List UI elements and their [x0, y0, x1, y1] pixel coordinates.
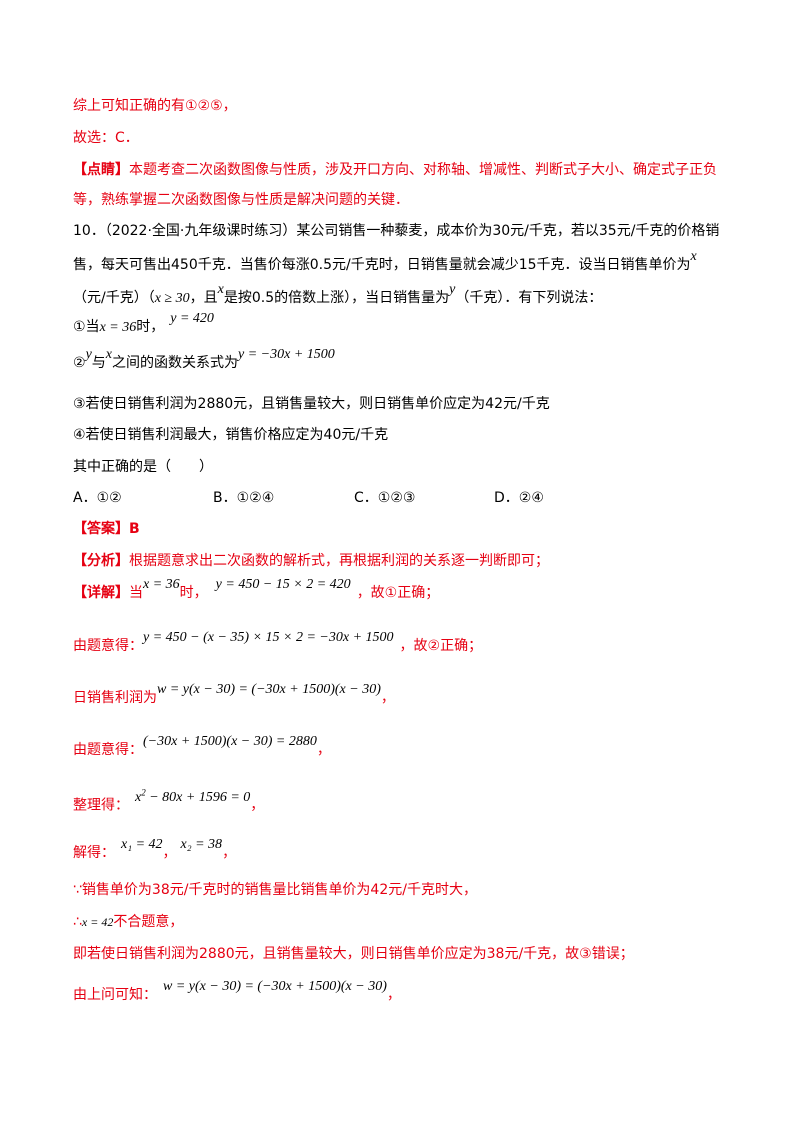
detail-text: 由题意得： [73, 742, 143, 758]
detail-text: ，故②正确； [399, 638, 483, 654]
equation-6: 由上问可知： w = y(x − 30) = (−30x + 1500)(x − … [73, 979, 401, 1006]
comment-text: 本题考查二次函数图像与性质，涉及开口方向、对称轴、增减性、判断式子大小、确定式子… [129, 162, 717, 178]
detail-text: 日销售利润为 [73, 690, 157, 706]
math-exponent: 2 [141, 787, 146, 797]
math-expr: y = 420 [170, 311, 214, 326]
analysis-tag: 【分析】 [73, 553, 129, 569]
math-var: y [449, 282, 456, 297]
detail-text: ，故①正确； [356, 585, 440, 601]
detail-text: ， [380, 690, 395, 706]
detail-text: ∴ [73, 914, 82, 930]
question-text: 是按0.5的倍数上涨），当日销售量为 [223, 290, 450, 306]
option-d: D．②④ [494, 490, 544, 506]
analysis-line: 【分析】根据题意求出二次函数的解析式，再根据利润的关系逐一判断即可； [73, 551, 549, 571]
answer-line: 【答案】B [73, 521, 140, 537]
statement-text: 与 [91, 355, 106, 371]
equation-1: 由题意得：y = 450 − (x − 35) × 15 × 2 = −30x … [73, 630, 483, 657]
statement-4: ④若使日销售利润最大，销售价格应定为40元/千克 [73, 427, 389, 443]
math-var: y [85, 347, 92, 362]
detail-text: ， [222, 845, 237, 861]
statement-text: ①当 [73, 319, 100, 335]
question-text: ，且 [189, 290, 218, 306]
equation-4: 整理得： x2 − 80x + 1596 = 0， [73, 787, 265, 817]
option-b: B．①②④ [213, 490, 275, 506]
reason-line: ∵销售单价为38元/千克时的销售量比销售单价为42元/千克时大， [73, 882, 477, 898]
math-expr: w = y(x − 30) = (−30x + 1500)(x − 30) [163, 979, 387, 994]
question-line-1: 10．（2022·全国·九年级课时练习）某公司销售一种藜麦，成本价为30元/千克… [73, 221, 719, 241]
equation-2: 日销售利润为w = y(x − 30) = (−30x + 1500)(x − … [73, 682, 395, 709]
question-number: 10． [73, 223, 105, 239]
comment-line-2: 等，熟练掌握二次函数图像与性质是解决问题的关键． [73, 192, 409, 208]
math-condition: x ≥ 30 [154, 291, 190, 306]
question-text: （元/千克）（ [73, 290, 155, 306]
detail-text: ， [250, 797, 265, 814]
equation-5: 解得：x₁ = 42，x₂ = 38， [73, 837, 237, 864]
statement-text: 之间的函数关系式为 [112, 355, 238, 371]
equation-3: 由题意得：(−30x + 1500)(x − 30) = 2880， [73, 734, 331, 761]
math-expr: y = 450 − (x − 35) × 15 × 2 = −30x + 150… [143, 630, 394, 645]
detail-tag: 【详解】 [73, 585, 129, 601]
math-expr: y = 450 − 15 × 2 = 420 [215, 577, 351, 592]
math-expr: (−30x + 1500)(x − 30) = 2880 [143, 734, 317, 749]
detail-text: 由上问可知： [73, 987, 157, 1003]
math-expr: x = 36 [143, 577, 180, 592]
statement-text: ② [73, 355, 86, 371]
question-line-2: 售，每天可售出450千克．当售价每涨0.5元/千克时，日销售量就会减少15千克．… [73, 249, 697, 276]
math-expr: x₂ = 38 [180, 837, 223, 852]
statement-2: ②y与x之间的函数关系式为y = −30x + 1500 [73, 347, 335, 374]
math-var: x [690, 249, 697, 264]
comment-tag: 【点睛】 [73, 162, 129, 178]
question-line-3: （元/千克）（x ≥ 30，且x是按0.5的倍数上涨），当日销售量为y（千克）．… [73, 282, 603, 309]
option-a: A．①② [73, 490, 122, 506]
math-expr: w = y(x − 30) = (−30x + 1500)(x − 30) [157, 682, 381, 697]
detail-text: 当 [129, 585, 143, 601]
detail-text: 解得： [73, 845, 115, 861]
therefore-line: ∴x = 42不合题意， [73, 912, 183, 932]
detail-text: 整理得： [73, 797, 129, 814]
detail-text: ， [386, 987, 401, 1003]
option-c: C．①②③ [354, 490, 416, 506]
statement-text: 时， [136, 319, 165, 335]
detail-text: 由题意得： [73, 638, 143, 654]
detail-text: ， [316, 742, 331, 758]
detail-line-1: 【详解】当x = 36时， y = 450 − 15 × 2 = 420 ，故①正确… [73, 577, 440, 604]
statement-1: ①当x = 36时， y = 420 [73, 311, 214, 338]
math-text: − 80x + 1596 = 0 [145, 789, 251, 805]
math-expr: x2 − 80x + 1596 = 0 [135, 787, 251, 805]
question-prompt: 其中正确的是（ ） [73, 459, 213, 475]
comment-line-1: 【点睛】本题考查二次函数图像与性质，涉及开口方向、对称轴、增减性、判断式子大小、… [73, 160, 717, 180]
math-expr: y = −30x + 1500 [238, 347, 335, 362]
detail-text: 不合题意， [113, 914, 184, 930]
statement-3: ③若使日销售利润为2880元，且销售量较大，则日销售单价应定为42元/千克 [73, 396, 550, 412]
question-source: （2022·全国·九年级课时练习） [104, 223, 297, 239]
analysis-text: 根据题意求出二次函数的解析式，再根据利润的关系逐一判断即可； [129, 553, 549, 569]
math-expr: x = 36 [99, 320, 137, 335]
choice-line: 故选：C． [73, 130, 139, 146]
math-expr: x₁ = 42 [121, 837, 163, 852]
detail-text: 时， [179, 585, 208, 601]
detail-text: ， [162, 845, 177, 861]
question-text: 售，每天可售出450千克．当售价每涨0.5元/千克时，日销售量就会减少15千克．… [73, 257, 691, 273]
math-expr: x = 42 [81, 915, 114, 929]
question-text: 某公司销售一种藜麦，成本价为30元/千克，若以35元/千克的价格销 [296, 223, 720, 239]
math-var: x [217, 282, 224, 297]
question-text: （千克）．有下列说法： [455, 290, 603, 306]
math-var: x [135, 789, 142, 805]
conclusion-3-line: 即若使日销售利润为2880元，且销售量较大，则日销售单价应定为38元/千克，故③… [73, 946, 634, 962]
conclusion-line: 综上可知正确的有①②⑤， [73, 98, 237, 114]
math-var: x [105, 347, 112, 362]
